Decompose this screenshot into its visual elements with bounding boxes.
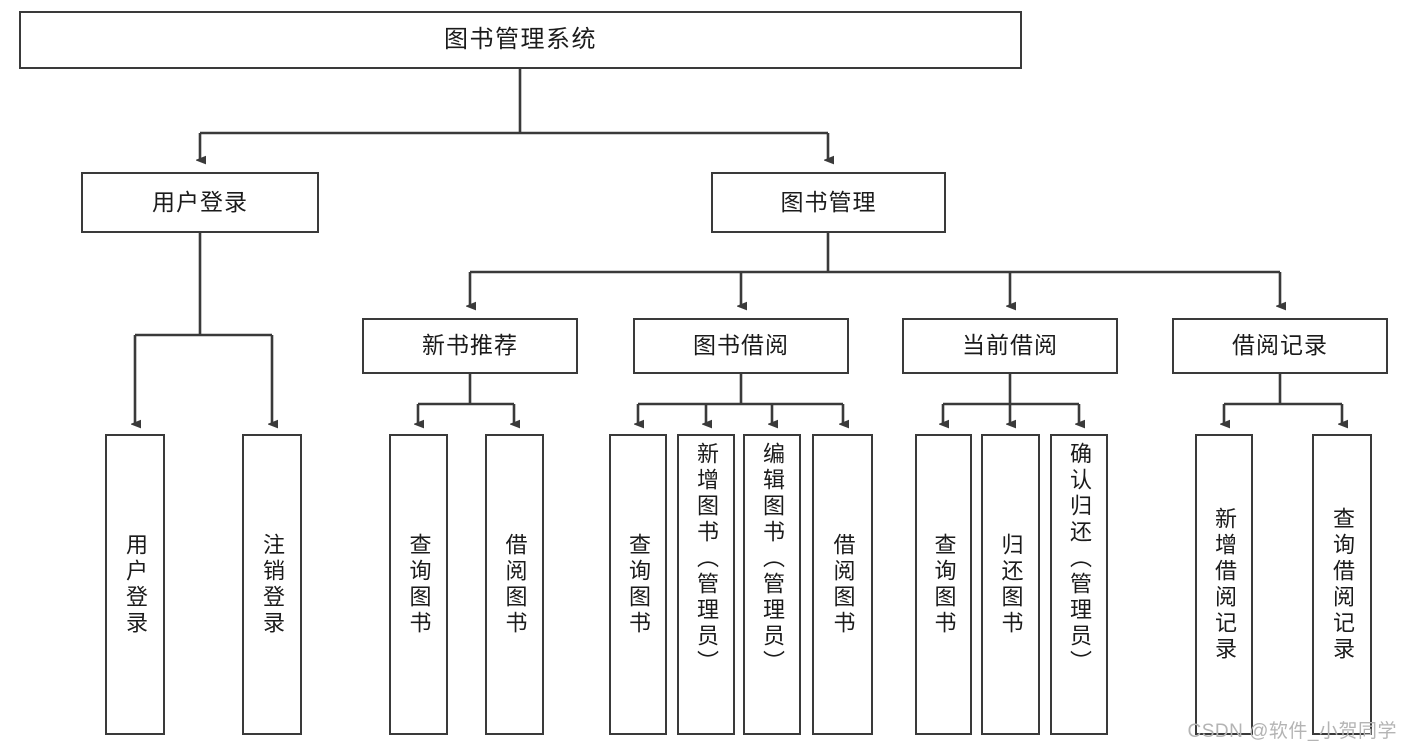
node-label: 用户登录 xyxy=(152,188,248,215)
node-label: 查询借阅记录 xyxy=(1330,506,1355,663)
node-book-borrow[interactable]: 图书借阅 xyxy=(633,318,849,374)
node-label: 图书管理系统 xyxy=(444,25,597,53)
node-book-manage[interactable]: 图书管理 xyxy=(711,172,946,233)
node-label: 图书借阅 xyxy=(693,332,789,359)
leaf-add-book[interactable]: 新增图书（管理员） xyxy=(677,434,735,735)
leaf-query-book-3[interactable]: 查询图书 xyxy=(915,434,972,735)
node-label: 查询图书 xyxy=(406,532,432,637)
node-label: 新书推荐 xyxy=(422,332,518,359)
leaf-user-login[interactable]: 用户登录 xyxy=(105,434,165,735)
node-label: 确认归还（管理员） xyxy=(1067,442,1092,676)
leaf-query-book-2[interactable]: 查询图书 xyxy=(609,434,667,735)
node-label: 注销登录 xyxy=(260,532,285,637)
node-user-login[interactable]: 用户登录 xyxy=(81,172,319,233)
node-label: 归还图书 xyxy=(998,532,1024,637)
node-borrow-record[interactable]: 借阅记录 xyxy=(1172,318,1388,374)
node-label: 借阅记录 xyxy=(1232,332,1328,359)
leaf-borrow-book-1[interactable]: 借阅图书 xyxy=(485,434,544,735)
node-label: 编辑图书（管理员） xyxy=(760,442,785,676)
leaf-confirm-return[interactable]: 确认归还（管理员） xyxy=(1050,434,1108,735)
leaf-query-record[interactable]: 查询借阅记录 xyxy=(1312,434,1372,735)
leaf-borrow-book-2[interactable]: 借阅图书 xyxy=(812,434,873,735)
node-label: 新增借阅记录 xyxy=(1212,506,1237,663)
node-new-book-recommend[interactable]: 新书推荐 xyxy=(362,318,578,374)
node-root-system[interactable]: 图书管理系统 xyxy=(19,11,1022,69)
node-label: 借阅图书 xyxy=(502,532,528,637)
node-label: 借阅图书 xyxy=(830,532,856,637)
leaf-edit-book[interactable]: 编辑图书（管理员） xyxy=(743,434,801,735)
node-label: 新增图书（管理员） xyxy=(694,442,719,676)
leaf-add-record[interactable]: 新增借阅记录 xyxy=(1195,434,1253,735)
node-label: 图书管理 xyxy=(780,188,877,215)
node-current-borrow[interactable]: 当前借阅 xyxy=(902,318,1118,374)
node-label: 当前借阅 xyxy=(962,332,1058,359)
node-label: 查询图书 xyxy=(626,532,651,637)
leaf-query-book-1[interactable]: 查询图书 xyxy=(389,434,448,735)
leaf-logout-login[interactable]: 注销登录 xyxy=(242,434,302,735)
node-label: 用户登录 xyxy=(123,532,148,637)
node-label: 查询图书 xyxy=(931,532,957,637)
leaf-return-book[interactable]: 归还图书 xyxy=(981,434,1040,735)
watermark-text: CSDN @软件_小贺同学 xyxy=(1187,721,1397,742)
